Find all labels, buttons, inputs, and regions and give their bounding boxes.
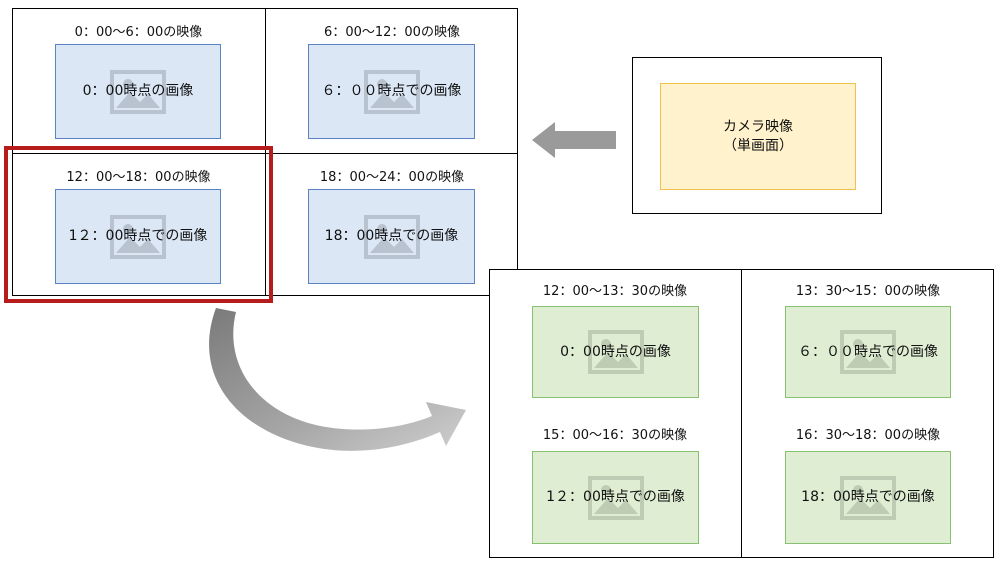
period-label: 0：00〜6：00の映像 [74, 25, 203, 40]
snapshot-thumbnail: 18：00時点での画像 [785, 451, 951, 544]
period-label: 18：00〜24：00の映像 [319, 170, 465, 185]
highlight-box [4, 146, 273, 303]
detail-grid-vertical-divider [741, 269, 742, 558]
camera-sublabel: （単画面） [723, 137, 793, 154]
snapshot-thumbnail: 0：00時点の画像 [55, 44, 221, 139]
snapshot-label: 1２：00時点での画像 [68, 228, 208, 244]
snapshot-thumbnail: ６：００時点での画像 [785, 306, 951, 398]
snapshot-thumbnail: 1２：00時点での画像 [532, 451, 699, 544]
snapshot-label: 0：00時点の画像 [82, 83, 194, 99]
period-label: 12：00〜13：30の映像 [542, 284, 688, 299]
image-placeholder-icon [840, 330, 896, 374]
snapshot-thumbnail: 18：00時点での画像 [308, 189, 475, 284]
period-label: 16：30〜18：00の映像 [795, 428, 941, 443]
snapshot-label: ６：００時点での画像 [798, 343, 938, 360]
image-placeholder-icon [110, 69, 166, 114]
image-placeholder-icon [587, 330, 644, 374]
image-placeholder-icon [587, 475, 644, 520]
period-label: 13：30〜15：00の映像 [795, 284, 941, 299]
snapshot-thumbnail: ６：００時点での画像 [308, 44, 475, 139]
snapshot-thumbnail: 1２：00時点での画像 [55, 189, 221, 284]
snapshot-thumbnail: 0：00時点の画像 [532, 306, 699, 398]
snapshot-label: ６：００時点での画像 [321, 83, 462, 99]
period-label: 15：00〜16：30の映像 [542, 428, 688, 443]
image-placeholder-icon [110, 214, 166, 259]
image-placeholder-icon [363, 214, 420, 259]
snapshot-label: 0：00時点の画像 [560, 343, 671, 360]
schedule-grid-vertical-divider [265, 8, 266, 296]
image-placeholder-icon [363, 69, 420, 114]
camera-label: カメラ映像 [723, 118, 793, 135]
period-label: 12：00〜18：00の映像 [66, 170, 211, 185]
snapshot-label: 18：00時点での画像 [324, 228, 459, 244]
arrow-left-icon [532, 122, 616, 158]
period-label: 6：00〜12：00の映像 [324, 25, 460, 40]
schedule-grid-horizontal-divider [12, 153, 518, 154]
snapshot-label: 18：00時点での画像 [801, 489, 935, 505]
snapshot-label: 1２：00時点での画像 [546, 489, 685, 505]
curved-arrow-icon [209, 308, 466, 451]
image-placeholder-icon [840, 475, 896, 520]
camera-view: カメラ映像 （単画面） [660, 83, 856, 190]
